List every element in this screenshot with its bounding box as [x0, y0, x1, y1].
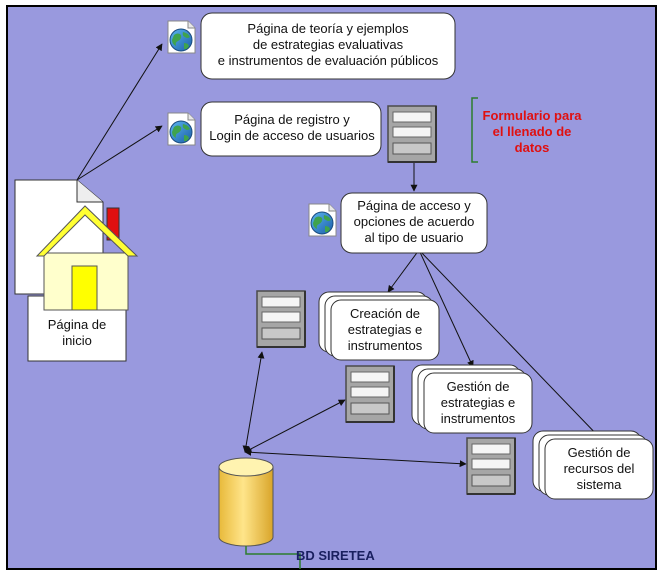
registration-page-line: Login de acceso de usuarios — [209, 128, 375, 143]
globe-doc-icon — [168, 113, 195, 145]
management-page-line: estrategias e — [440, 395, 516, 410]
access-page-line: al tipo de usuario — [364, 230, 464, 245]
arrow-access-to-management — [418, 249, 474, 368]
form-icon — [387, 105, 437, 163]
access-page-line: opciones de acuerdo — [353, 214, 475, 229]
management-page-line: Gestión de — [446, 379, 510, 394]
creation-page-stack — [318, 291, 440, 361]
house-door — [71, 265, 98, 311]
arrow-access-to-resources — [418, 249, 603, 441]
creation-page-line: estrategias e — [347, 322, 423, 337]
registration-page-line: Página de registro y — [234, 112, 350, 127]
home-page-line: Página de — [47, 317, 107, 332]
management-page-stack — [411, 364, 533, 434]
arrow-resources-db — [244, 448, 467, 468]
theory-page-box — [200, 12, 456, 80]
creation-page-line: Creación de — [349, 306, 421, 321]
globe-doc-icon — [168, 21, 195, 53]
form-icon — [345, 365, 395, 423]
database-cylinder — [218, 457, 301, 569]
database-label: BD SIRETEA — [296, 548, 375, 563]
arrow-management-db — [244, 399, 346, 453]
resources-page-stack — [532, 430, 654, 500]
arrow-home-to-registration — [76, 125, 163, 181]
house-roof — [35, 205, 139, 257]
registration-page-label: Página de registro y Login de acceso de … — [204, 112, 380, 144]
theory-page-label: Página de teoría y ejemplos de estrategi… — [205, 21, 451, 69]
home-page-node — [14, 179, 139, 362]
form-note-label: Formulario para el llenado de datos — [472, 108, 592, 156]
access-page-line: Página de acceso y — [357, 198, 471, 213]
form-note-line: datos — [514, 140, 550, 155]
resources-page-line: sistema — [576, 477, 622, 492]
database-bracket — [245, 546, 301, 569]
form-note-line: el llenado de — [492, 124, 572, 139]
form-icon — [466, 437, 516, 495]
access-page-label: Página de acceso y opciones de acuerdo a… — [343, 198, 485, 246]
theory-page-line: e instrumentos de evaluación públicos — [217, 53, 439, 68]
form-icon — [256, 290, 306, 348]
globe-doc-icon — [309, 204, 336, 236]
arrow-home-to-theory — [76, 43, 163, 181]
arrow-access-to-creation — [387, 249, 420, 293]
access-page-box — [340, 192, 488, 254]
theory-page-line: de estrategias evaluativas — [252, 37, 404, 52]
creation-page-label: Creación de estrategias e instrumentos — [331, 306, 439, 354]
creation-page-line: instrumentos — [347, 338, 423, 353]
home-page-label: Página de inicio — [28, 317, 126, 349]
form-note-line: Formulario para — [482, 108, 582, 123]
management-page-line: instrumentos — [440, 411, 516, 426]
theory-page-line: Página de teoría y ejemplos — [247, 21, 409, 36]
resources-page-line: Gestión de — [567, 445, 631, 460]
form-note-bracket — [471, 97, 478, 163]
management-page-label: Gestión de estrategias e instrumentos — [424, 379, 532, 427]
resources-page-line: recursos del — [563, 461, 635, 476]
connectors — [76, 43, 603, 468]
resources-page-label: Gestión de recursos del sistema — [545, 445, 653, 493]
home-page-line: inicio — [62, 333, 92, 348]
registration-page-box — [200, 101, 382, 157]
